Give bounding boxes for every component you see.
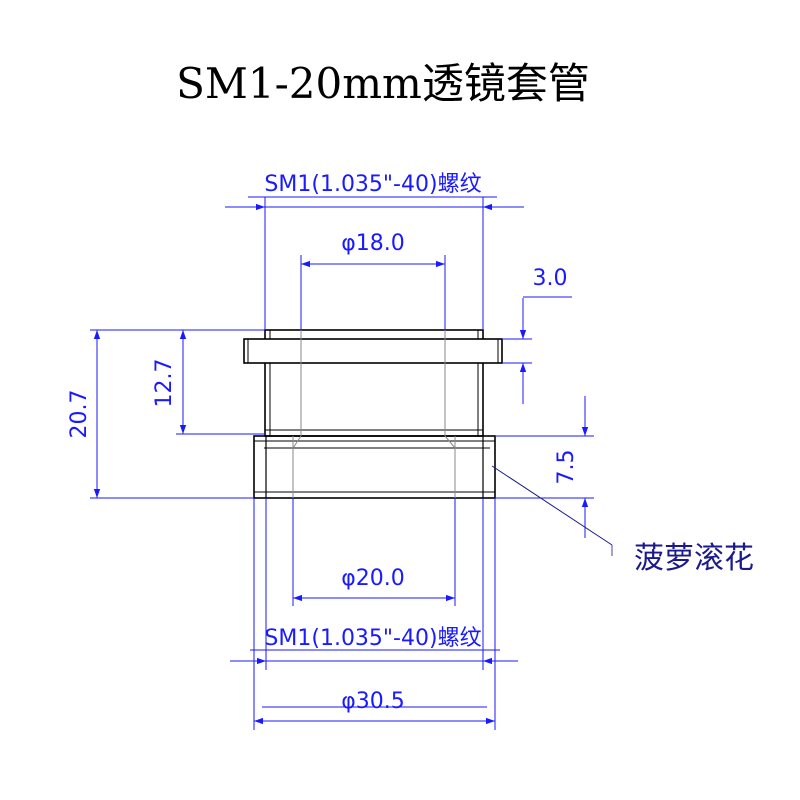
drawing-title: SM1-20mm透镜套管 [176,59,590,108]
inner-bore-lines [292,330,456,498]
bottom-thread-label: SM1(1.035"-40)螺纹 [264,626,481,651]
part-outline [243,329,503,499]
upper-height-label: 12.7 [152,359,177,408]
top-thread-label: SM1(1.035"-40)螺纹 [264,172,481,197]
outer-diameter-label: φ30.5 [341,689,405,714]
flange-thickness-label: 3.0 [533,266,568,291]
total-height-label: 20.7 [67,390,92,439]
knurled-body [253,435,496,499]
knurl-height-label: 7.5 [554,450,579,485]
inner-diameter-bottom-label: φ20.0 [341,566,405,591]
knurl-leader [491,465,613,546]
dimension-lines [90,196,594,730]
inner-diameter-top-label: φ18.0 [341,231,405,256]
knurl-callout-label: 菠萝滚花 [634,541,754,576]
retaining-flange [243,338,503,364]
